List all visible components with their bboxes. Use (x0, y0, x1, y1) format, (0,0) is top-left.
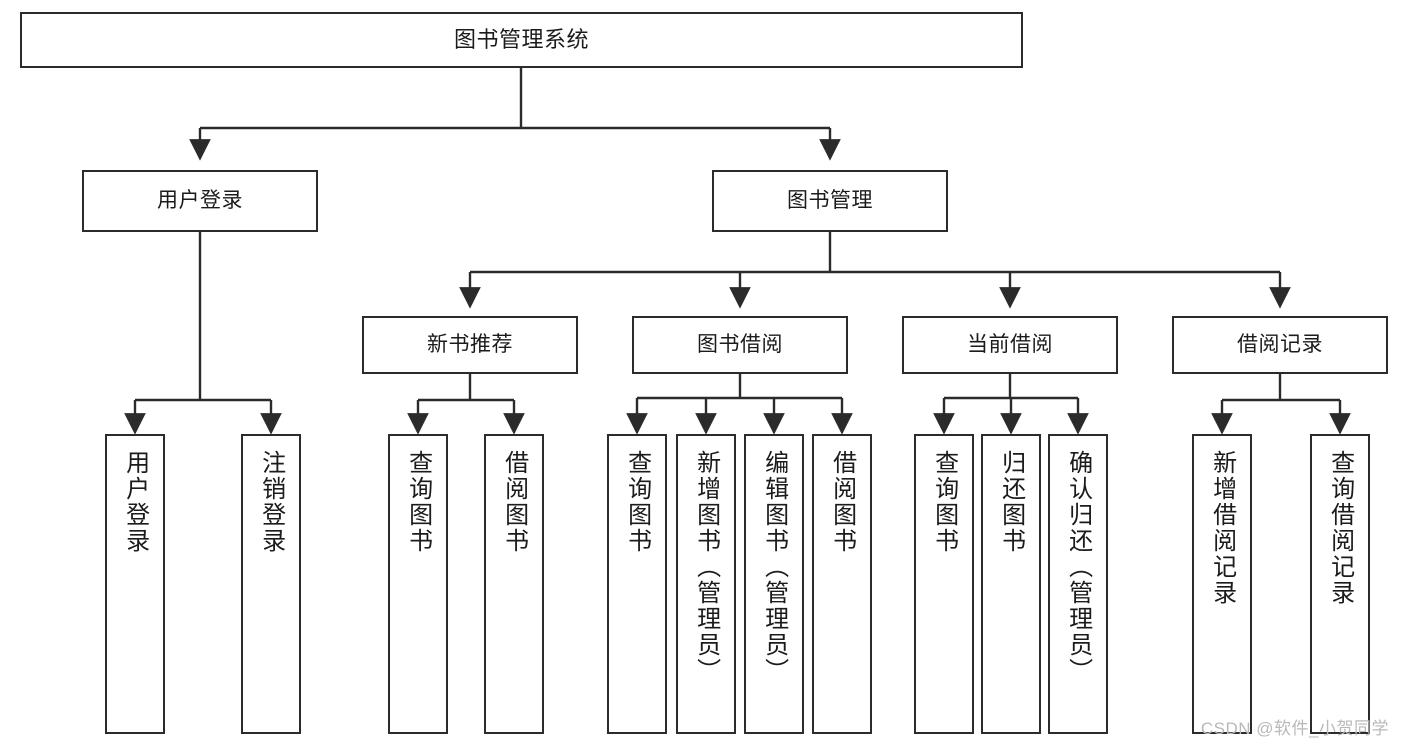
leaf-current-confirm-return-admin[interactable]: 确认归还（管理员） (1048, 434, 1108, 734)
watermark-text: CSDN @软件_小贺同学 (1200, 719, 1389, 738)
node-label: 确认归还（管理员） (1064, 450, 1092, 684)
leaf-recommend-borrow-book[interactable]: 借阅图书 (484, 434, 544, 734)
node-label: 新书推荐 (427, 332, 513, 356)
node-label: 图书管理 (787, 188, 873, 212)
leaf-borrow-query-book[interactable]: 查询图书 (607, 434, 667, 734)
node-borrow-record[interactable]: 借阅记录 (1172, 316, 1388, 374)
node-label: 用户登录 (121, 450, 149, 554)
leaf-user-login-logout[interactable]: 注销登录 (241, 434, 301, 734)
node-label: 查询借阅记录 (1326, 450, 1354, 606)
node-label: 归还图书 (997, 450, 1025, 554)
node-label: 用户登录 (157, 188, 243, 212)
node-label: 查询图书 (930, 450, 958, 554)
node-label: 图书管理系统 (453, 27, 589, 53)
node-label: 当前借阅 (967, 332, 1053, 356)
leaf-borrow-edit-book-admin[interactable]: 编辑图书（管理员） (744, 434, 804, 734)
leaf-borrow-add-book-admin[interactable]: 新增图书（管理员） (676, 434, 736, 734)
leaf-borrow-borrow-book[interactable]: 借阅图书 (812, 434, 872, 734)
node-user-login[interactable]: 用户登录 (82, 170, 318, 232)
leaf-record-add-record[interactable]: 新增借阅记录 (1192, 434, 1252, 734)
leaf-user-login-login[interactable]: 用户登录 (105, 434, 165, 734)
leaf-current-return-book[interactable]: 归还图书 (981, 434, 1041, 734)
node-label: 编辑图书（管理员） (760, 450, 788, 684)
leaf-current-query-book[interactable]: 查询图书 (914, 434, 974, 734)
node-root-system[interactable]: 图书管理系统 (20, 12, 1023, 68)
node-label: 借阅记录 (1237, 332, 1323, 356)
leaf-record-query-record[interactable]: 查询借阅记录 (1310, 434, 1370, 734)
node-label: 查询图书 (623, 450, 651, 554)
node-label: 查询图书 (404, 450, 432, 554)
node-new-book-recommend[interactable]: 新书推荐 (362, 316, 578, 374)
node-label: 借阅图书 (828, 450, 856, 554)
node-book-management[interactable]: 图书管理 (712, 170, 948, 232)
node-label: 新增借阅记录 (1208, 450, 1236, 606)
node-label: 借阅图书 (500, 450, 528, 554)
node-label: 新增图书（管理员） (692, 450, 720, 684)
node-label: 图书借阅 (697, 332, 783, 356)
node-label: 注销登录 (257, 450, 285, 554)
node-current-borrow[interactable]: 当前借阅 (902, 316, 1118, 374)
node-book-borrow[interactable]: 图书借阅 (632, 316, 848, 374)
leaf-recommend-query-book[interactable]: 查询图书 (388, 434, 448, 734)
